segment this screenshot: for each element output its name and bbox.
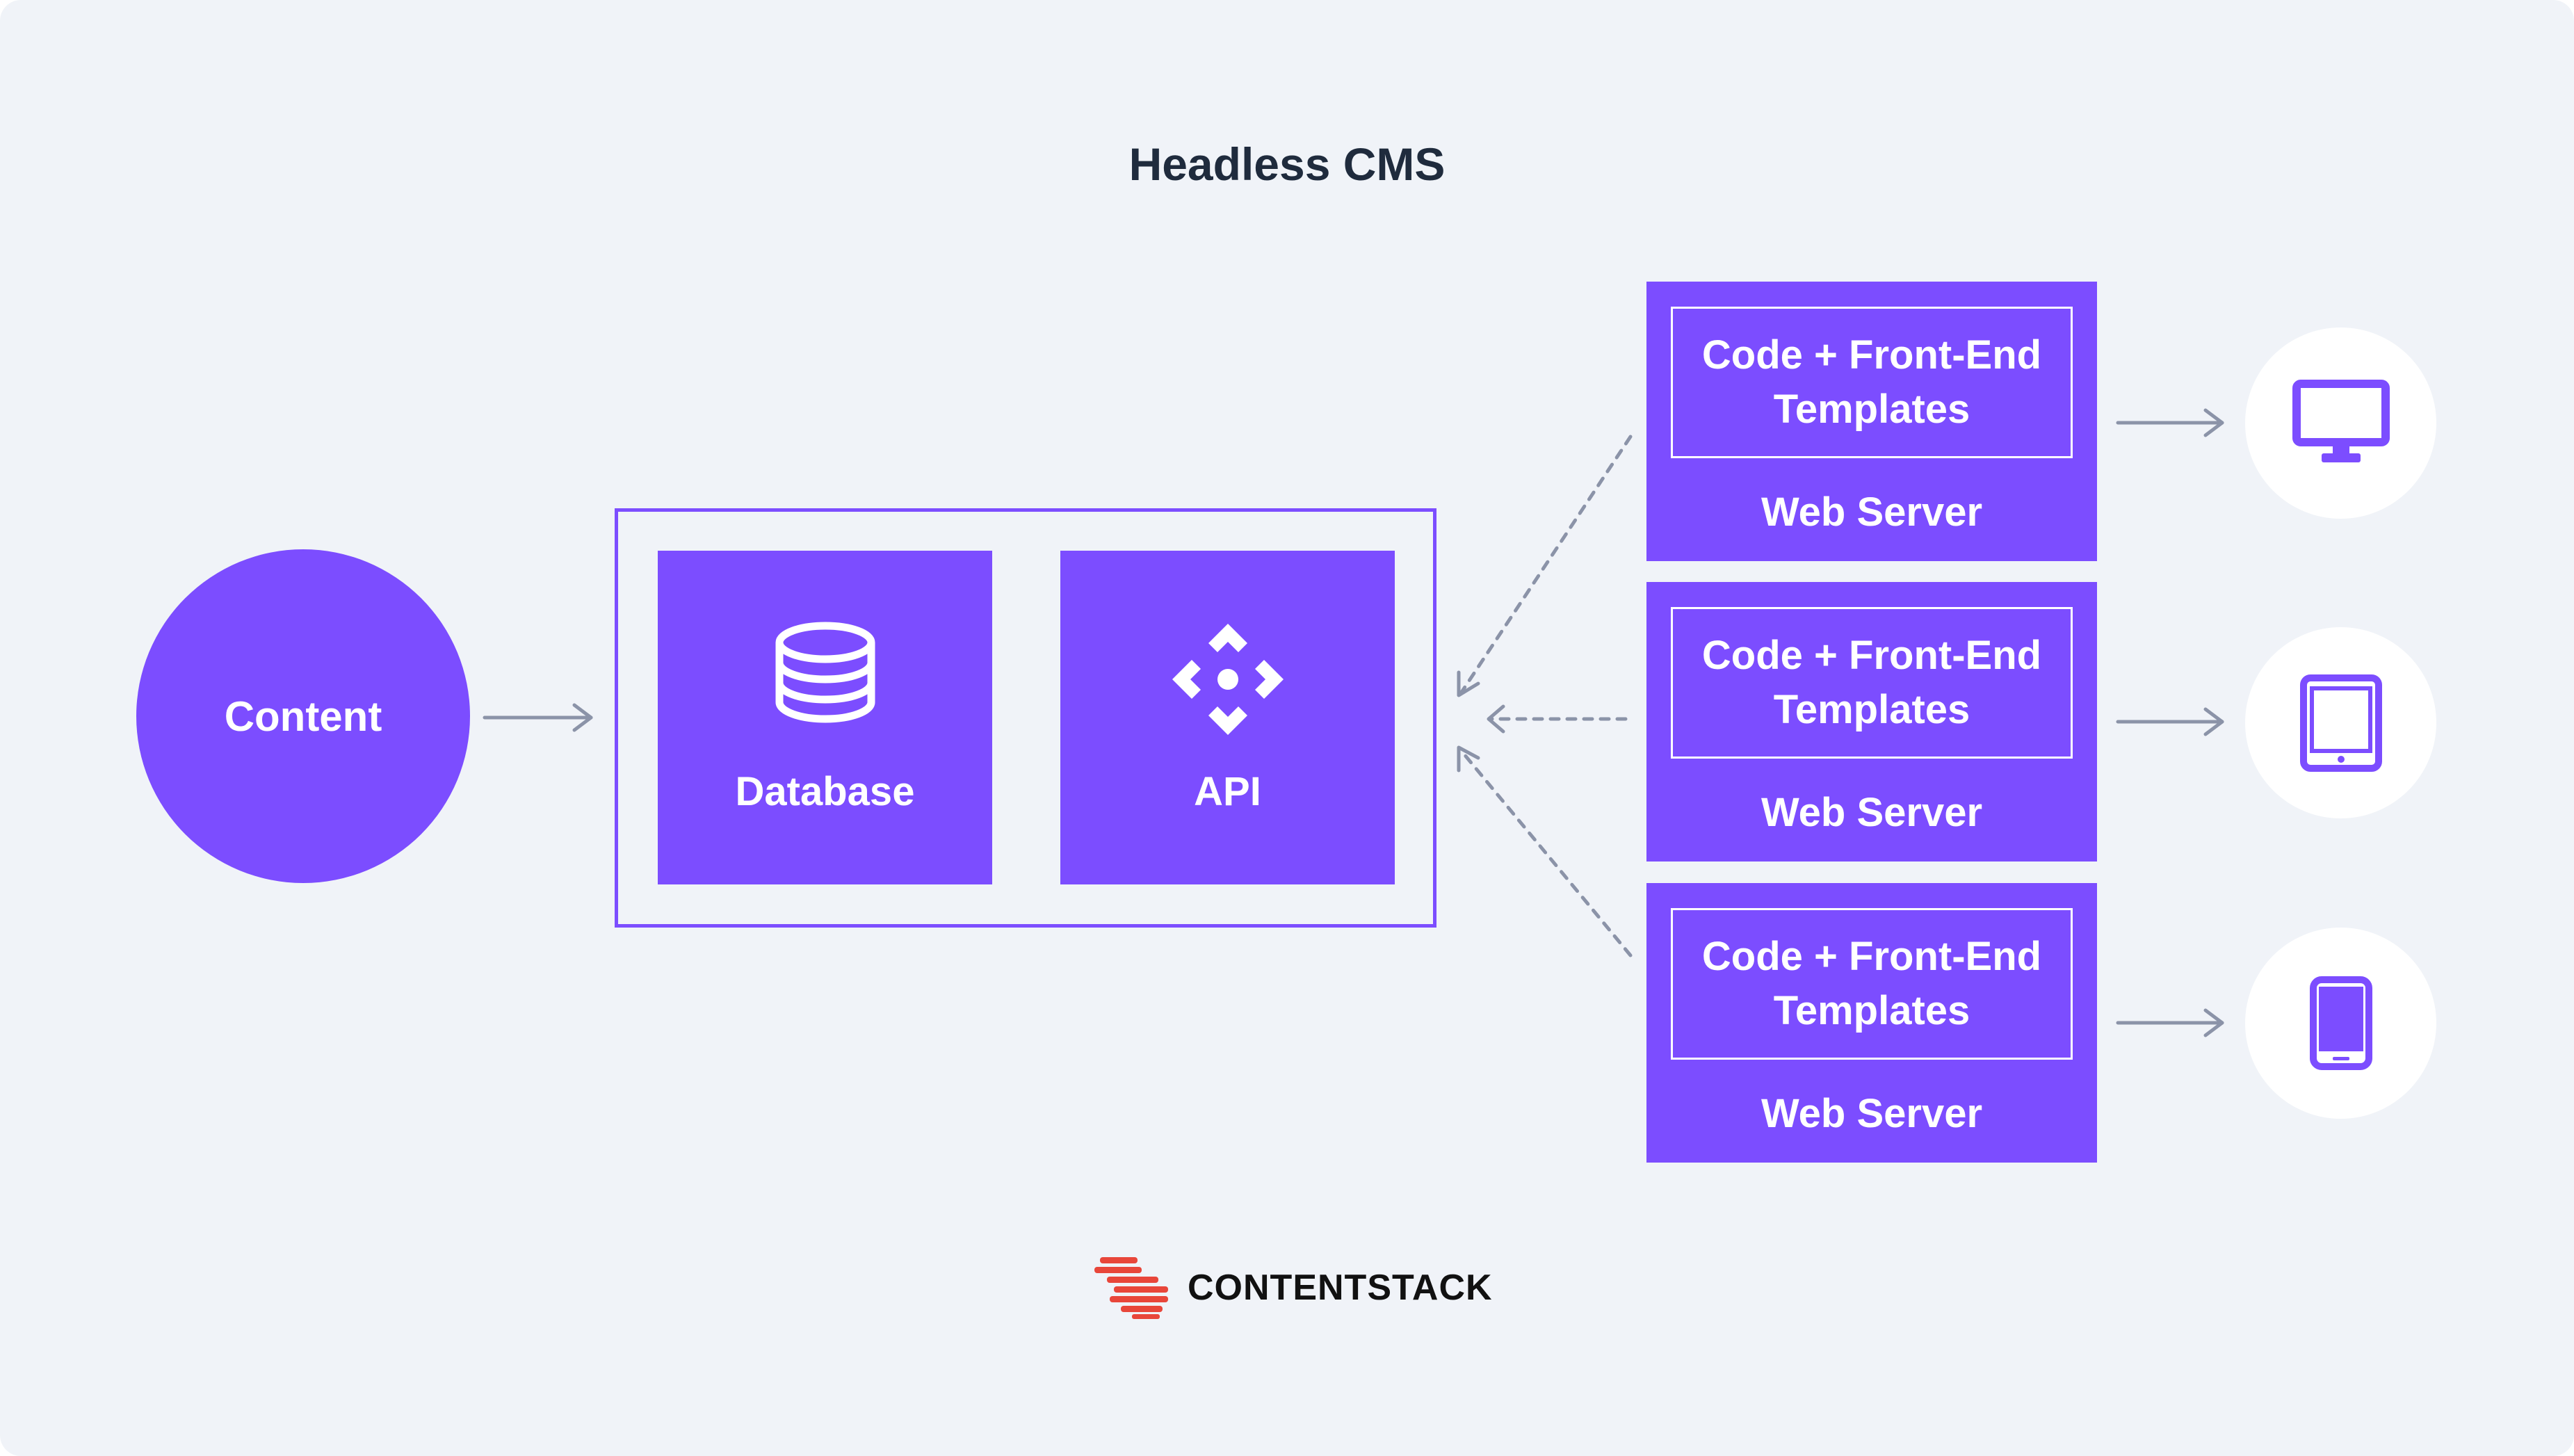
diagram-title: Headless CMS bbox=[1128, 138, 1446, 190]
database-tile: Database bbox=[658, 551, 992, 884]
database-icon bbox=[775, 622, 875, 723]
arrow-server3-to-api bbox=[1457, 745, 1633, 957]
web-server-3: Code + Front-End Templates Web Server bbox=[1646, 883, 2097, 1163]
arrow-server2-to-tablet bbox=[2116, 707, 2224, 736]
web-server-1: Code + Front-End Templates Web Server bbox=[1646, 282, 2097, 561]
device-desktop bbox=[2245, 327, 2436, 519]
templates-box-1: Code + Front-End Templates bbox=[1671, 307, 2073, 458]
content-node: Content bbox=[136, 549, 470, 883]
web-server-label-2: Web Server bbox=[1760, 790, 1983, 835]
contentstack-brand: CONTENTSTACK bbox=[1093, 1253, 1493, 1322]
templates-label-1: Code + Front-End Templates bbox=[1701, 332, 2042, 432]
tablet-icon bbox=[2299, 674, 2382, 772]
arrow-server3-to-mobile bbox=[2116, 1008, 2224, 1037]
templates-box-3: Code + Front-End Templates bbox=[1671, 908, 2073, 1060]
api-icon bbox=[1172, 624, 1284, 735]
templates-label-2: Code + Front-End Templates bbox=[1701, 633, 2042, 732]
api-tile: API bbox=[1060, 551, 1395, 884]
cms-backend-frame bbox=[615, 508, 1436, 928]
database-label: Database bbox=[735, 769, 915, 814]
web-server-2: Code + Front-End Templates Web Server bbox=[1646, 582, 2097, 862]
arrow-content-to-cms bbox=[483, 703, 593, 732]
arrow-server2-to-api bbox=[1487, 704, 1628, 734]
contentstack-logo-icon bbox=[1094, 1257, 1168, 1319]
templates-box-2: Code + Front-End Templates bbox=[1671, 607, 2073, 759]
brand-name: CONTENTSTACK bbox=[1188, 1268, 1493, 1308]
mobile-phone-icon bbox=[2309, 976, 2372, 1070]
web-server-label-3: Web Server bbox=[1760, 1091, 1983, 1136]
api-label: API bbox=[1194, 769, 1261, 814]
arrow-server1-to-desktop bbox=[2116, 408, 2224, 437]
device-tablet bbox=[2245, 627, 2436, 818]
templates-label-3: Code + Front-End Templates bbox=[1701, 934, 2042, 1033]
content-label: Content bbox=[224, 693, 382, 740]
device-mobile bbox=[2245, 928, 2436, 1119]
web-server-label-1: Web Server bbox=[1760, 490, 1983, 535]
desktop-monitor-icon bbox=[2292, 380, 2390, 462]
arrow-server1-to-api bbox=[1457, 435, 1633, 697]
